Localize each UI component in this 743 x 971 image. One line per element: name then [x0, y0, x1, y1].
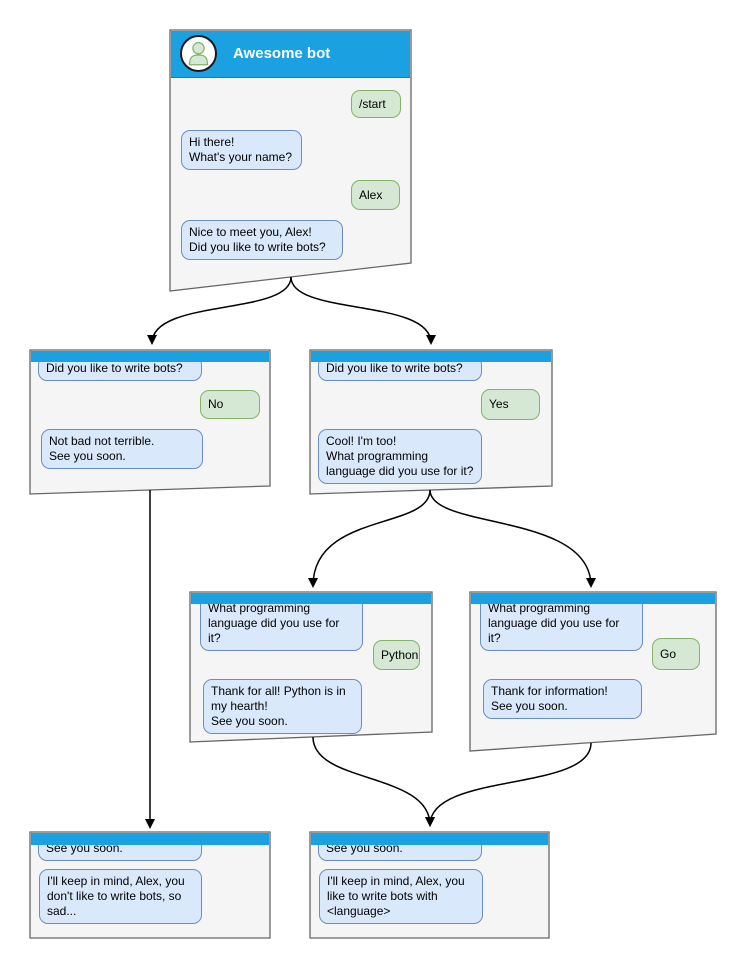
- message-bubble-go-answer: Go: [652, 638, 700, 670]
- message-bubble-greeting: Hi there! What's your name?: [181, 130, 302, 170]
- message-bubble-go-header: What programming language did you use fo…: [480, 596, 643, 651]
- titlebar-strip-python: [191, 593, 431, 604]
- titlebar-strip-no: [31, 351, 269, 362]
- titlebar-strip-end-yes: [311, 833, 548, 845]
- root-window-titlebar: Awesome bot: [171, 31, 410, 78]
- message-bubble-python-header: What programming language did you use fo…: [200, 596, 363, 651]
- message-bubble-no-reply: Not bad not terrible. See you soon.: [41, 429, 203, 469]
- message-bubble-yes-answer: Yes: [481, 389, 540, 420]
- edge-root-to-yes: [290, 276, 436, 345]
- message-bubble-end-no-reply: I'll keep in mind, Alex, you don't like …: [39, 869, 202, 924]
- edge-yes-to-go: [429, 489, 596, 588]
- message-bubble-go-reply: Thank for information! See you soon.: [483, 679, 642, 719]
- person-icon: [188, 42, 209, 66]
- titlebar-strip-go: [471, 593, 715, 604]
- message-bubble-python-reply: Thank for all! Python is in my hearth! S…: [203, 679, 362, 734]
- message-bubble-end-yes-reply: I'll keep in mind, Alex, you like to wri…: [319, 869, 483, 924]
- message-bubble-no-answer: No: [200, 390, 260, 419]
- bot-avatar: [180, 35, 217, 72]
- edge-python-to-end: [312, 736, 435, 827]
- message-bubble-yes-reply: Cool! I'm too! What programming language…: [318, 429, 482, 484]
- edge-root-to-no: [147, 276, 292, 345]
- edge-yes-to-python: [308, 489, 431, 588]
- message-bubble-start: /start: [351, 90, 401, 118]
- message-bubble-python-answer: Python: [373, 640, 420, 670]
- bot-title: Awesome bot: [233, 45, 331, 62]
- message-bubble-name: Alex: [351, 180, 400, 210]
- titlebar-strip-yes: [311, 351, 551, 362]
- message-bubble-ask-bots: Nice to meet you, Alex! Did you like to …: [181, 220, 343, 260]
- edge-go-to-end: [425, 742, 592, 827]
- titlebar-strip-end-no: [31, 833, 269, 845]
